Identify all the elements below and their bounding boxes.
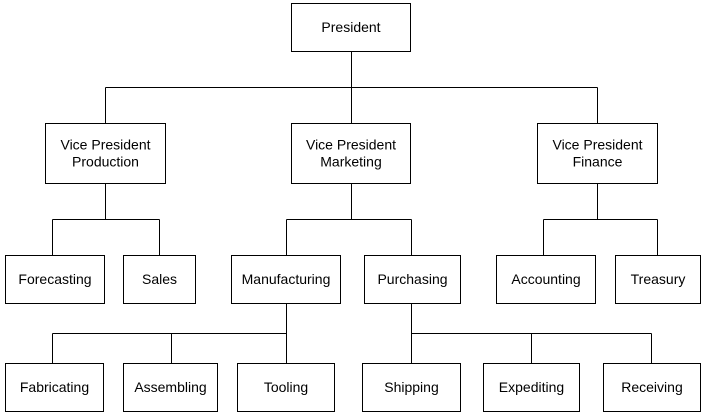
org-node-receiving: Receiving (603, 363, 701, 412)
org-label-line: Receiving (621, 379, 682, 395)
org-label-line: Tooling (264, 379, 308, 395)
org-box-tooling (237, 363, 335, 412)
org-node-accounting: Accounting (496, 255, 596, 304)
org-label-line: Expediting (499, 379, 564, 395)
org-label-purchasing: Purchasing (377, 271, 447, 287)
org-label-accounting: Accounting (511, 271, 580, 287)
org-box-vp-finance (537, 123, 658, 184)
org-node-purchasing: Purchasing (364, 255, 461, 304)
org-label-line: Marketing (320, 154, 381, 170)
org-box-expediting (483, 363, 580, 412)
org-box-sales (123, 255, 196, 304)
org-label-line: Production (72, 154, 139, 170)
org-label-line: Fabricating (20, 379, 89, 395)
org-label-line: Purchasing (377, 271, 447, 287)
org-box-treasury (615, 255, 701, 304)
org-label-line: Vice President (552, 137, 642, 153)
org-label-line: Sales (142, 271, 177, 287)
org-box-assembling (123, 363, 218, 412)
org-label-president: President (321, 19, 380, 35)
org-node-tooling: Tooling (237, 363, 335, 412)
org-box-vp-production (45, 123, 166, 184)
org-label-line: Vice President (306, 137, 396, 153)
org-label-receiving: Receiving (621, 379, 682, 395)
org-node-shipping: Shipping (362, 363, 461, 412)
org-box-president (291, 3, 411, 52)
org-label-line: Vice President (60, 137, 150, 153)
org-label-line: Accounting (511, 271, 580, 287)
org-box-purchasing (364, 255, 461, 304)
org-node-forecasting: Forecasting (5, 255, 105, 304)
org-box-vp-marketing (291, 123, 411, 184)
org-label-line: Forecasting (18, 271, 91, 287)
org-label-fabricating: Fabricating (20, 379, 89, 395)
org-node-sales: Sales (123, 255, 196, 304)
org-node-manufacturing: Manufacturing (231, 255, 341, 304)
org-box-forecasting (5, 255, 105, 304)
org-box-receiving (603, 363, 701, 412)
org-label-assembling: Assembling (134, 379, 206, 395)
org-box-manufacturing (231, 255, 341, 304)
org-label-line: Manufacturing (242, 271, 331, 287)
org-node-assembling: Assembling (123, 363, 218, 412)
org-box-accounting (496, 255, 596, 304)
org-label-manufacturing: Manufacturing (242, 271, 331, 287)
org-node-president: President (291, 3, 411, 52)
org-box-fabricating (5, 363, 104, 412)
org-label-line: Treasury (631, 271, 686, 287)
org-label-shipping: Shipping (384, 379, 439, 395)
connector-lines (52, 51, 658, 364)
org-label-line: Shipping (384, 379, 439, 395)
org-node-treasury: Treasury (615, 255, 701, 304)
org-label-line: Finance (573, 154, 623, 170)
org-box-shipping (362, 363, 461, 412)
org-label-treasury: Treasury (631, 271, 686, 287)
org-label-forecasting: Forecasting (18, 271, 91, 287)
org-node-expediting: Expediting (483, 363, 580, 412)
org-label-line: President (321, 19, 380, 35)
org-label-tooling: Tooling (264, 379, 308, 395)
org-label-line: Assembling (134, 379, 206, 395)
org-node-fabricating: Fabricating (5, 363, 104, 412)
org-label-sales: Sales (142, 271, 177, 287)
org-label-expediting: Expediting (499, 379, 564, 395)
